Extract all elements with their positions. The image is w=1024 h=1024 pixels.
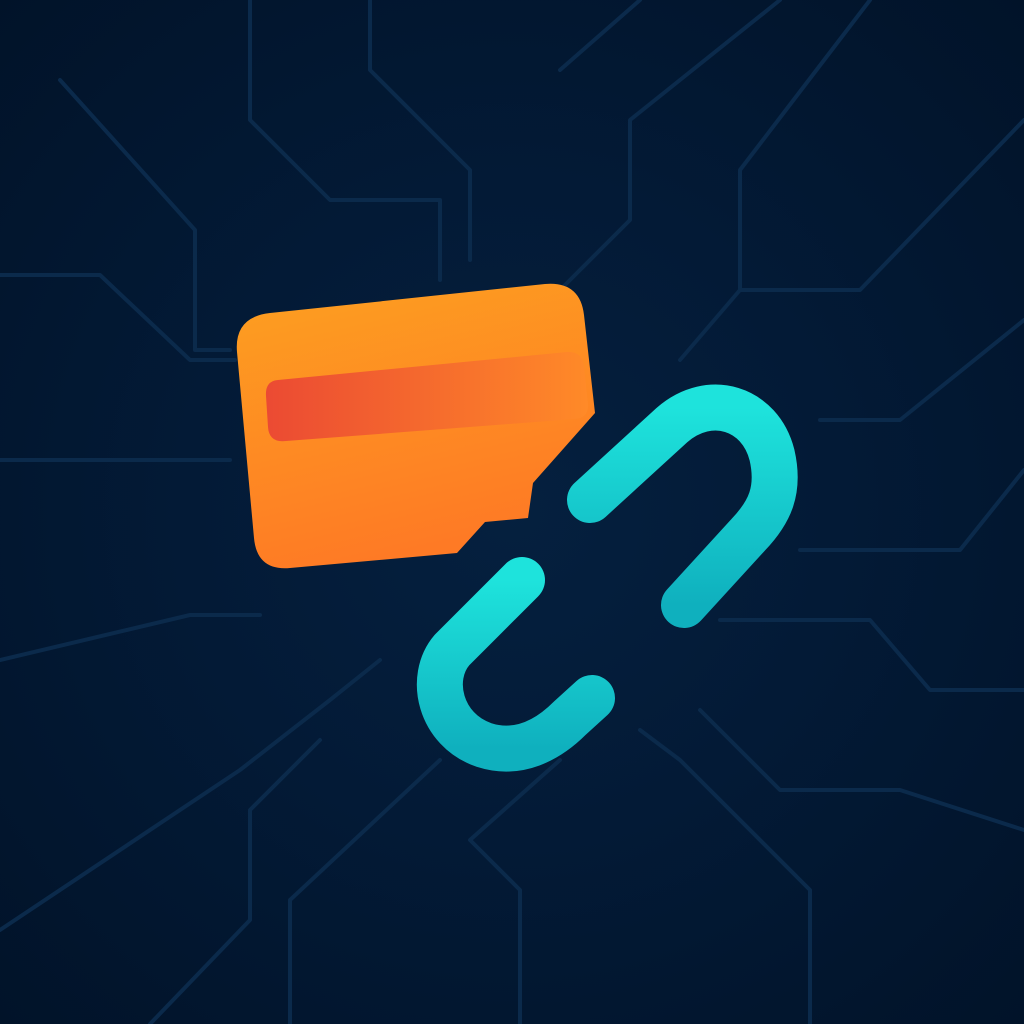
credit-card-icon: [236, 283, 595, 569]
link-upper-segment: [567, 384, 798, 628]
broken-link-icon: [416, 384, 798, 772]
card-stripe: [265, 351, 589, 442]
link-lower-segment: [416, 557, 615, 772]
link-break-arrow: [568, 535, 664, 668]
